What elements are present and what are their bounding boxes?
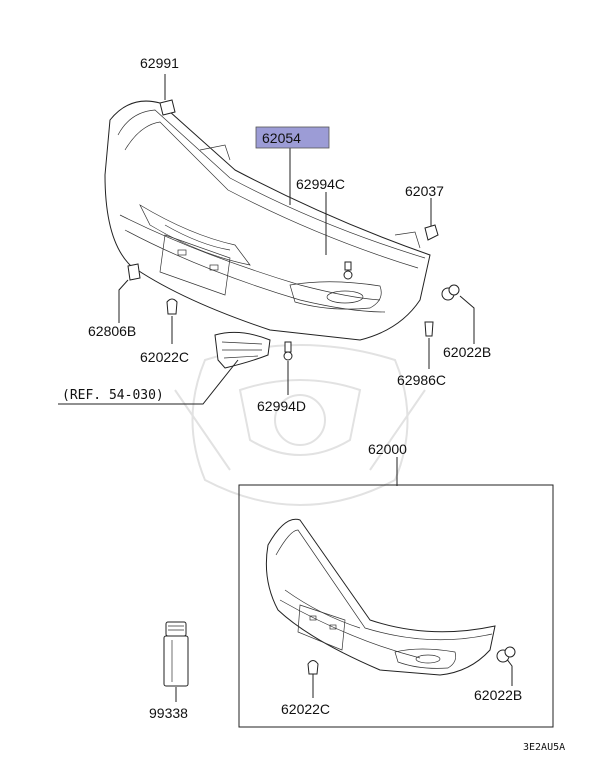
watermark-logo [174, 344, 426, 506]
screw-62994D [283, 341, 293, 361]
callout-62022C-top: 62022C [140, 349, 189, 365]
callout-62037: 62037 [405, 183, 444, 199]
screw-62986C [424, 321, 434, 337]
screw-62994C [343, 261, 353, 280]
callout-62054[interactable]: 62054 [262, 130, 301, 146]
callout-62986C: 62986C [397, 372, 446, 388]
callout-62806B: 62806B [88, 323, 136, 339]
callout-62054-highlight [255, 126, 330, 149]
callout-62022C-box: 62022C [281, 701, 330, 717]
callout-99338: 99338 [149, 705, 188, 721]
bumper-cover-top [104, 99, 431, 341]
callout-62994C: 62994C [296, 176, 345, 192]
callout-62022B-top: 62022B [443, 344, 491, 360]
callout-62000: 62000 [368, 441, 407, 457]
adhesive-bottle-99338 [163, 621, 189, 687]
callout-62991: 62991 [140, 55, 179, 71]
leader-lines [58, 74, 513, 702]
callout-62022B-box: 62022B [474, 687, 522, 703]
callout-62994D: 62994D [257, 398, 306, 414]
grille-insert [214, 331, 271, 369]
bumper-assembly-complete [265, 518, 496, 676]
bracket-62037 [424, 224, 439, 241]
clip-62022C-top [166, 298, 178, 315]
clip-62022B-top [441, 284, 460, 301]
clip-62022B-box [496, 646, 516, 663]
assembly-box [238, 484, 554, 728]
diagram-code: 3E2AU5A [523, 742, 565, 753]
ref-note: (REF. 54-030) [62, 388, 164, 403]
clip-62806B [127, 263, 141, 281]
clip-62022C-box [307, 660, 319, 675]
